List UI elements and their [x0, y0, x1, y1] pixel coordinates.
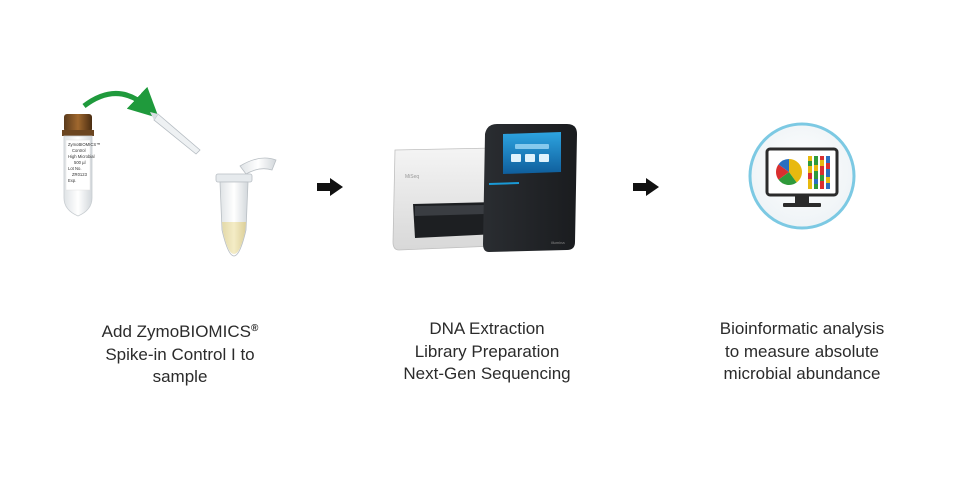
caption-line: Add ZymoBIOMICS®	[101, 322, 259, 341]
analysis-monitor-icon	[748, 122, 856, 230]
caption-line: Library Preparation	[414, 341, 560, 361]
sequencer-graphic: MiSeq illumina	[392, 124, 577, 252]
svg-text:MiSeq: MiSeq	[405, 174, 419, 180]
vial-label-text: ZymoBIOMICS™	[68, 142, 100, 147]
flow-arrow-2	[633, 178, 659, 196]
caption-line: microbial abundance	[723, 364, 881, 383]
caption-line: Next-Gen Sequencing	[403, 364, 571, 383]
sequencer-screen-icon	[503, 132, 561, 174]
spike-in-vial: ZymoBIOMICS™ Control High Microbial 500 …	[62, 114, 100, 217]
pipette-tip	[150, 112, 201, 155]
sample-tube	[215, 157, 277, 257]
vial-label-text: 500 µl	[74, 160, 86, 165]
caption-line: DNA Extraction	[429, 319, 545, 338]
step-2-caption: DNA Extraction Library Preparation Next-…	[357, 318, 617, 386]
caption-line: sample	[152, 367, 208, 386]
caption-line: Spike-in Control I to	[105, 344, 255, 364]
step-3-caption: Bioinformatic analysis to measure absolu…	[672, 318, 932, 386]
caption-line: to measure absolute	[724, 341, 880, 361]
caption-line: Bioinformatic analysis	[719, 319, 885, 338]
pie-slice-1	[778, 172, 797, 185]
vial-label-text: Control	[72, 148, 86, 153]
pie-chart-icon	[776, 159, 802, 185]
step-1-caption: Add ZymoBIOMICS® Spike-in Control I to s…	[50, 318, 310, 389]
svg-text:illumina: illumina	[551, 240, 565, 245]
flow-arrow-1	[317, 178, 343, 196]
pie-slice-0	[789, 159, 802, 183]
heatmap-bars-icon	[808, 156, 830, 189]
pie-slice-2	[776, 164, 789, 180]
step-1-illustration: ZymoBIOMICS™ Control High Microbial 500 …	[40, 80, 300, 270]
step-3-illustration	[747, 121, 857, 231]
vial-label-text: Exp.	[68, 178, 76, 183]
transfer-arrow	[82, 86, 159, 119]
vial-and-tube-graphic: ZymoBIOMICS™ Control High Microbial 500 …	[62, 86, 277, 257]
step-2-illustration: MiSeq illumina	[385, 118, 590, 258]
vial-label-text: High Microbial	[68, 154, 95, 159]
pie-slice-3	[778, 159, 789, 172]
vial-label-text: Lot No.	[68, 166, 82, 171]
registered-mark: ®	[250, 323, 259, 334]
vial-label-text: ZR0123	[72, 172, 88, 177]
